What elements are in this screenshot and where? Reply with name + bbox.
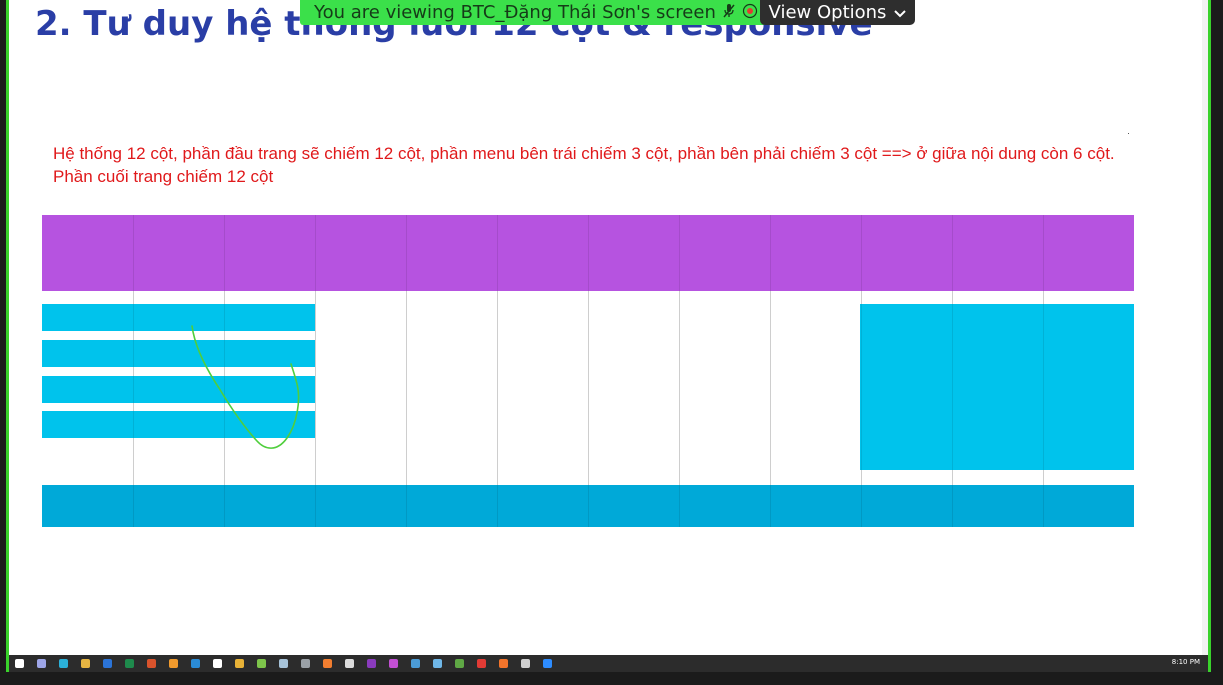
grid-diagram [42,215,1134,527]
app-icon[interactable] [301,659,310,668]
mic-muted-icon [722,3,736,23]
github-desktop-icon[interactable] [213,659,222,668]
edge-icon[interactable] [59,659,68,668]
windows-start-icon[interactable] [15,659,24,668]
minecraft-icon[interactable] [455,659,464,668]
slide-canvas: 2. Tư duy hệ thống lưới 12 cột & respons… [9,0,1208,655]
windows-taskbar: 8:10 PM [9,655,1208,672]
save-icon[interactable] [345,659,354,668]
window-edge [1211,0,1223,685]
screen-share-banner: You are viewing BTC_Đặng Thái Sơn's scre… [300,0,772,25]
header-block [42,215,1134,291]
notepad-icon[interactable] [279,659,288,668]
menu-block [42,376,315,403]
chrome-icon[interactable] [235,659,244,668]
powerpoint-icon[interactable] [147,659,156,668]
grid-column-line [224,215,225,527]
teams-icon[interactable] [37,659,46,668]
right-sidebar-block [860,304,1134,470]
grid-column-line [588,215,589,527]
view-options-button[interactable]: View Options [760,0,915,25]
grid-overlay-line [952,215,953,527]
youtube-icon[interactable] [477,659,486,668]
grid-overlay-line [315,215,316,527]
shared-screen-border: 2. Tư duy hệ thống lưới 12 cột & respons… [6,0,1211,672]
grid-overlay-line [770,215,771,527]
menu-block [42,411,315,438]
zoom-icon[interactable] [543,659,552,668]
slide-description: Hệ thống 12 cột, phần đầu trang sẽ chiếm… [53,144,1115,186]
network-icon[interactable] [433,659,442,668]
display-icon[interactable] [411,659,420,668]
record-icon[interactable] [742,3,758,23]
stray-dot [1128,133,1129,134]
excel-icon[interactable] [125,659,134,668]
firefox-icon[interactable] [499,659,508,668]
grid-overlay-line [861,215,862,527]
grid-column-line [679,215,680,527]
slide-scrollbar[interactable] [1202,0,1208,655]
grid-overlay-line [679,215,680,527]
taskbar-clock[interactable]: 8:10 PM [1171,658,1200,666]
grid-column-line [497,215,498,527]
view-options-label: View Options [768,2,887,23]
grid-overlay-line [497,215,498,527]
menu-block [42,340,315,367]
grid-overlay-line [406,215,407,527]
word-icon[interactable] [103,659,112,668]
onenote-icon[interactable] [367,659,376,668]
chrome-dev-icon[interactable] [257,659,266,668]
grid-overlay-line [1043,215,1044,527]
security-icon[interactable] [521,659,530,668]
grid-overlay-line [224,215,225,527]
chevron-down-icon [894,2,907,23]
sublime-icon[interactable] [169,659,178,668]
grid-column-line [770,215,771,527]
menu-block [42,304,315,331]
vscode-icon[interactable] [191,659,200,668]
xampp-icon[interactable] [323,659,332,668]
grid-column-line [406,215,407,527]
grid-column-line [315,215,316,527]
grid-overlay-line [588,215,589,527]
file-explorer-icon[interactable] [81,659,90,668]
grid-column-line [133,215,134,527]
annotation-scribble [191,325,300,449]
screen-share-label: You are viewing BTC_Đặng Thái Sơn's scre… [314,2,716,23]
footer-block [42,485,1134,527]
phpstorm-icon[interactable] [389,659,398,668]
grid-overlay-line [133,215,134,527]
